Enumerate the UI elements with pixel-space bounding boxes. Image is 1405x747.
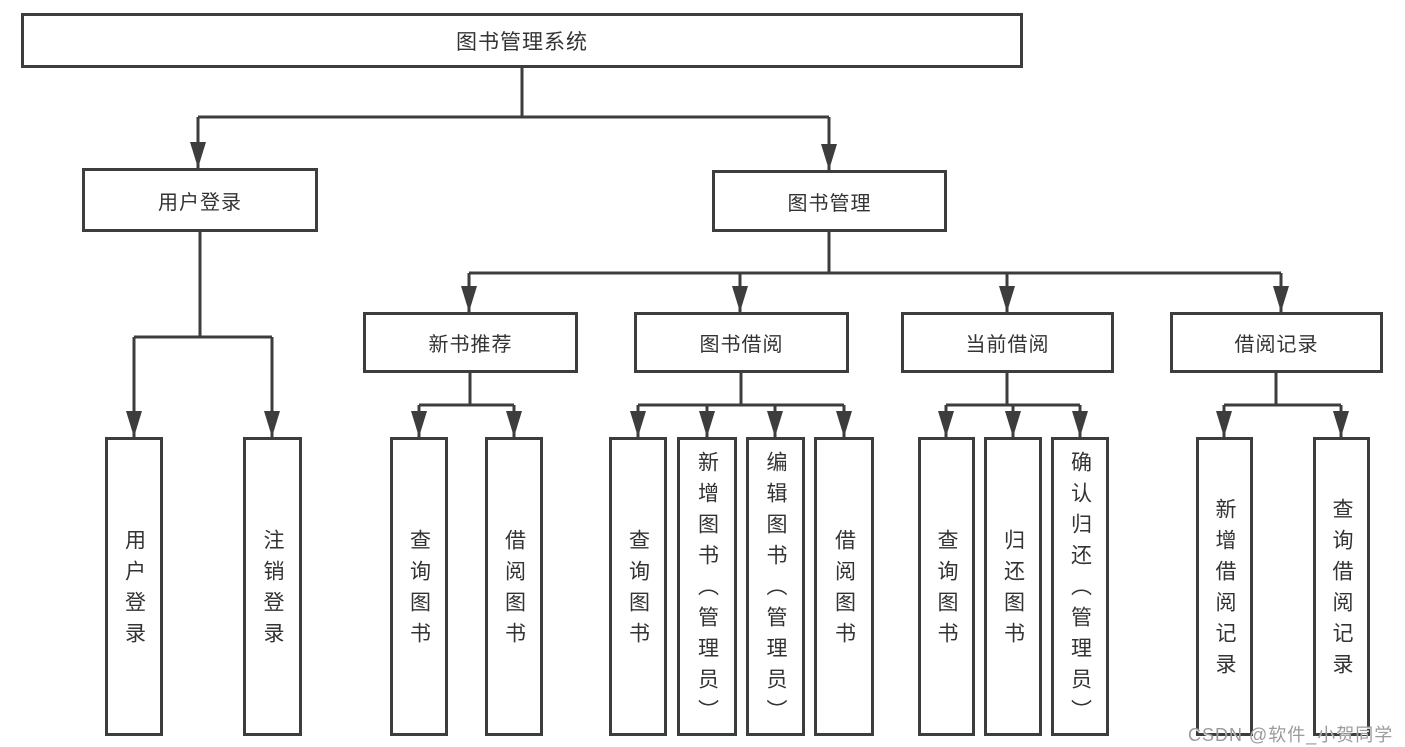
leaf-recommend-borrow-books: 借阅图书 bbox=[485, 437, 543, 736]
node-borrow-records: 借阅记录 bbox=[1170, 312, 1383, 373]
leaf-current-query-books: 查询图书 bbox=[918, 437, 975, 736]
node-root-system: 图书管理系统 bbox=[21, 13, 1023, 68]
node-current-borrow: 当前借阅 bbox=[901, 312, 1114, 373]
csdn-watermark: CSDN @软件_小贺同学 bbox=[1188, 725, 1394, 745]
leaf-borrow-query-books: 查询图书 bbox=[609, 437, 667, 736]
leaf-borrow-borrow-books: 借阅图书 bbox=[814, 437, 874, 736]
leaf-recommend-query-books: 查询图书 bbox=[390, 437, 448, 736]
leaf-borrow-add-books-admin: 新增图书（管理员） bbox=[677, 437, 737, 736]
leaf-records-add-record: 新增借阅记录 bbox=[1196, 437, 1253, 736]
leaf-current-confirm-return-admin: 确认归还（管理员） bbox=[1051, 437, 1109, 736]
node-user-login-branch: 用户登录 bbox=[82, 168, 318, 232]
leaf-borrow-edit-books-admin: 编辑图书（管理员） bbox=[746, 437, 805, 736]
leaf-user-login: 用户登录 bbox=[105, 437, 163, 736]
node-book-management-branch: 图书管理 bbox=[712, 170, 947, 232]
leaf-logout: 注销登录 bbox=[243, 437, 302, 736]
node-new-book-recommend: 新书推荐 bbox=[363, 312, 578, 373]
leaf-records-query-record: 查询借阅记录 bbox=[1313, 437, 1370, 736]
node-book-borrow: 图书借阅 bbox=[634, 312, 849, 373]
leaf-current-return-books: 归还图书 bbox=[984, 437, 1042, 736]
